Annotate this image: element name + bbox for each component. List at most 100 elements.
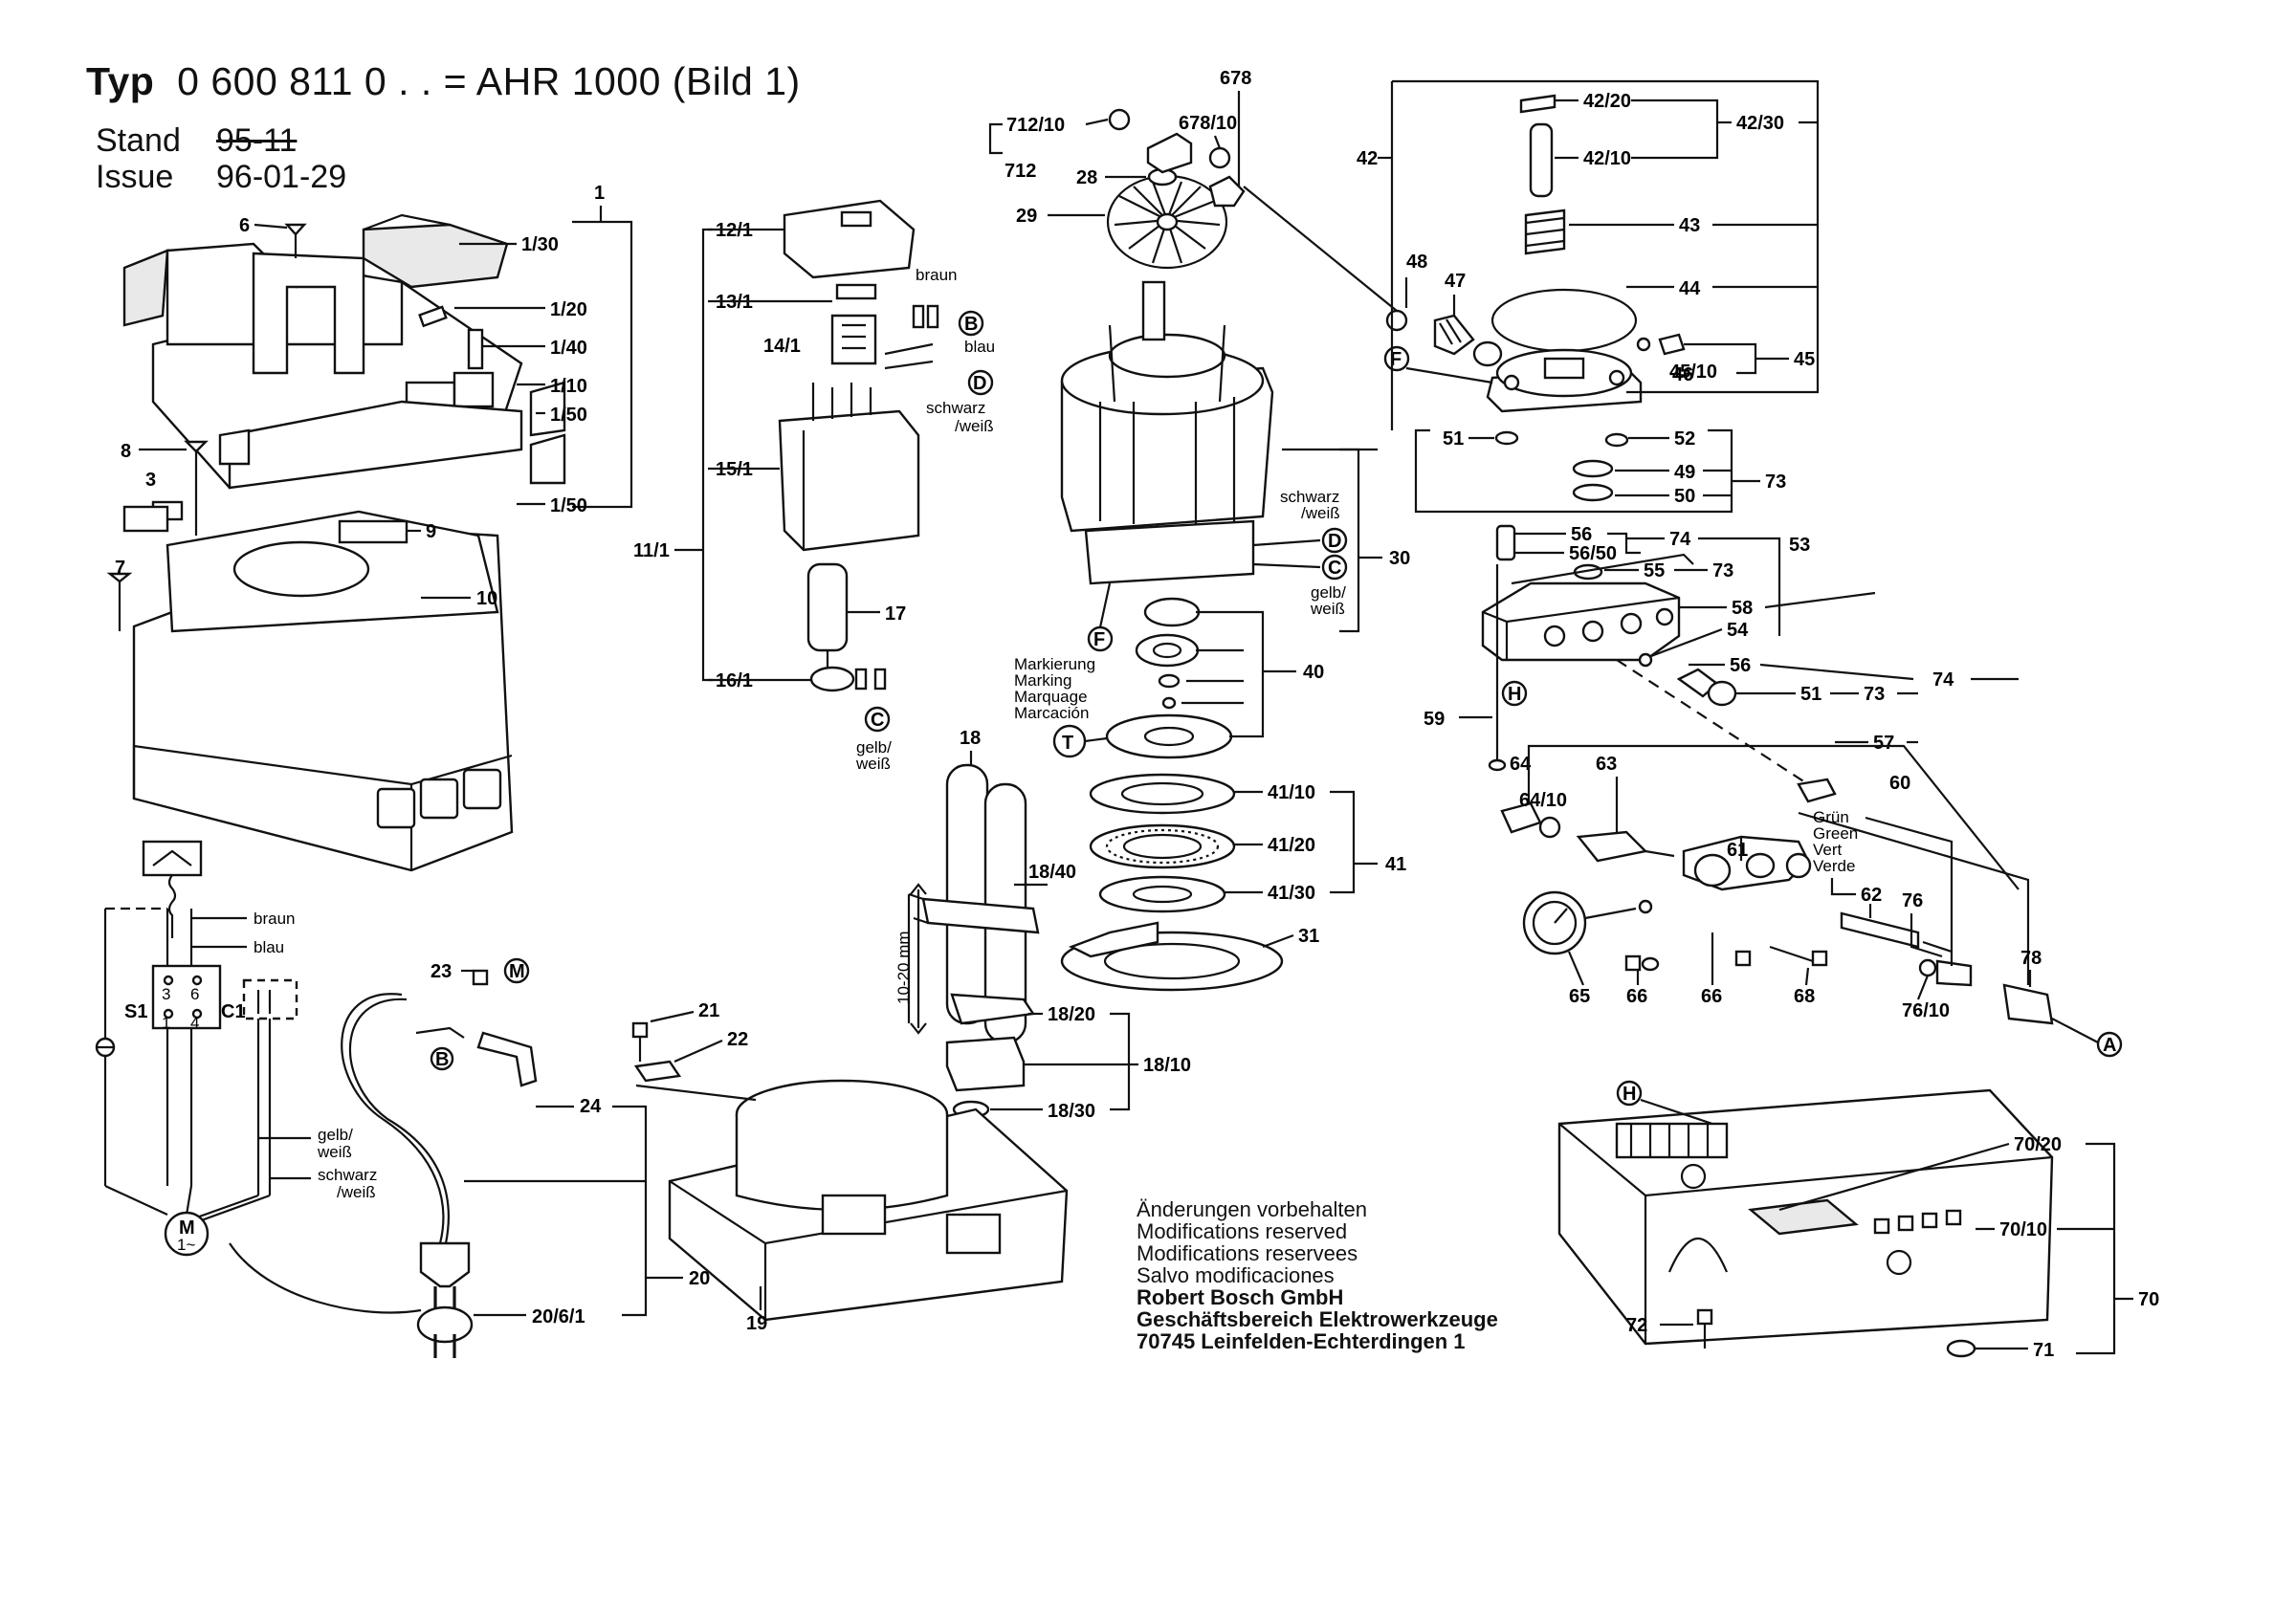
wire-braun-switch: braun — [916, 266, 957, 284]
marking-fr: Marquage — [1014, 688, 1088, 706]
wire-grun: Grün — [1813, 808, 1849, 826]
wire-verde: Verde — [1813, 857, 1855, 875]
switch-electronics-group: 12/1 13/1 14/1 15/1 16/1 11/1 17 braun B… — [633, 199, 995, 773]
label-14-1: 14/1 — [763, 336, 801, 357]
label-62: 62 — [1861, 885, 1882, 906]
label-47: 47 — [1445, 271, 1466, 292]
label-59: 59 — [1424, 709, 1445, 730]
label-57: 57 — [1873, 733, 1894, 754]
label-712: 712 — [1004, 161, 1036, 182]
label-20: 20 — [689, 1268, 710, 1289]
issue-label: Issue — [96, 159, 174, 195]
label-41-20: 41/20 — [1268, 835, 1315, 856]
wire-schwarz-switch: schwarz — [926, 399, 985, 417]
base-tray-group: H 70/20 70/10 70 72 71 — [1557, 1080, 2159, 1361]
label-71: 71 — [2033, 1340, 2054, 1361]
wire-vert: Vert — [1813, 841, 1843, 859]
label-18: 18 — [960, 728, 981, 749]
note-fr: Modifications reservees — [1137, 1241, 1358, 1265]
label-678: 678 — [1220, 68, 1251, 89]
label-20-6-1: 20/6/1 — [532, 1306, 585, 1327]
label-8: 8 — [121, 441, 131, 462]
label-53: 53 — [1789, 535, 1810, 556]
outlet-gauge-group: 64 64/10 63 60 61 Grün Green Vert Verde … — [1500, 744, 2123, 1058]
label-9: 9 — [426, 521, 436, 542]
label-50: 50 — [1674, 486, 1695, 507]
label-28: 28 — [1076, 167, 1097, 188]
wire-weiss-left2: /weiß — [337, 1183, 376, 1201]
label-51b: 51 — [1800, 684, 1821, 705]
bearing-wobble-group: T Markierung Marking Marquage Marcación … — [1014, 597, 1406, 992]
wire-schwarz-left: schwarz — [318, 1166, 377, 1184]
label-42-10: 42/10 — [1583, 148, 1631, 169]
label-11-1: 11/1 — [633, 540, 670, 561]
wire-weiss-switch2: weiß — [855, 755, 891, 773]
label-54: 54 — [1727, 620, 1749, 641]
label-56b: 56 — [1730, 655, 1751, 676]
label-76-10: 76/10 — [1902, 1000, 1950, 1021]
label-1-20: 1/20 — [550, 299, 587, 320]
title-number: 0 600 811 — [177, 59, 354, 103]
label-7: 7 — [115, 558, 125, 579]
label-40: 40 — [1303, 662, 1324, 683]
label-52: 52 — [1674, 428, 1695, 450]
wire-weiss-motor2: weiß — [1310, 600, 1345, 618]
label-65: 65 — [1569, 986, 1590, 1007]
label-66a: 66 — [1626, 986, 1647, 1007]
company-address: 70745 Leinfelden-Echterdingen 1 — [1137, 1329, 1466, 1353]
label-30: 30 — [1389, 548, 1410, 569]
wiring-schematic: 3 6 1 4 S1 C1 M 1~ braun blau gelb/ weiß — [95, 840, 377, 1257]
schematic-term-3: 3 — [162, 985, 170, 1003]
issue-value: 96-01-29 — [216, 159, 347, 195]
label-72: 72 — [1626, 1315, 1647, 1336]
label-19: 19 — [746, 1313, 767, 1334]
label-18-20: 18/20 — [1048, 1004, 1095, 1025]
stand-label: Stand — [96, 122, 181, 159]
wire-gelb-motor: gelb/ — [1311, 583, 1346, 602]
label-18-40: 18/40 — [1028, 862, 1076, 883]
marking-en: Marking — [1014, 671, 1071, 690]
label-61: 61 — [1727, 840, 1748, 861]
label-17: 17 — [885, 603, 906, 625]
circle-d-switch: D — [973, 373, 986, 394]
label-41-10: 41/10 — [1268, 782, 1315, 803]
marking-de: Markierung — [1014, 655, 1095, 673]
schematic-s1: S1 — [124, 1001, 147, 1022]
label-58: 58 — [1732, 598, 1753, 619]
motor-stator-group: 28 29 678 678/10 712/10 712 schwarz /wei… — [988, 68, 1410, 652]
label-42-20: 42/20 — [1583, 91, 1631, 112]
label-1: 1 — [594, 183, 605, 204]
label-46: 46 — [1672, 364, 1693, 385]
label-45-10: 45/10 — [1669, 362, 1717, 383]
schematic-term-4: 4 — [190, 1014, 199, 1032]
label-31: 31 — [1298, 926, 1319, 947]
label-43: 43 — [1679, 215, 1700, 236]
wire-blau-switch: blau — [964, 338, 995, 356]
circle-h-pump: H — [1508, 684, 1521, 705]
label-3: 3 — [145, 470, 156, 491]
company-name: Robert Bosch GmbH — [1137, 1285, 1344, 1309]
motor-housing-group — [106, 440, 514, 872]
label-76: 76 — [1902, 890, 1923, 911]
wire-gelb-left: gelb/ — [318, 1126, 353, 1144]
label-41-30: 41/30 — [1268, 883, 1315, 904]
label-78: 78 — [2020, 948, 2042, 969]
page-title: Typ 0 600 811 0 . . = AHR 1000 (Bild 1) — [86, 59, 801, 104]
circle-c-switch: C — [871, 710, 884, 731]
label-48: 48 — [1406, 252, 1427, 273]
circle-m: M — [509, 961, 525, 982]
label-1-50b: 1/50 — [550, 495, 587, 516]
label-73a: 73 — [1765, 472, 1786, 493]
filter-tank-group: 18 18/40 18/20 18/10 18/30 10-20 mm 19 — [631, 728, 1191, 1334]
circle-t: T — [1062, 733, 1073, 754]
circle-b-cable: B — [435, 1049, 449, 1070]
label-63: 63 — [1596, 754, 1617, 775]
label-42-30: 42/30 — [1736, 113, 1784, 134]
circle-h-tray: H — [1623, 1084, 1636, 1105]
label-29: 29 — [1016, 206, 1037, 227]
label-24: 24 — [580, 1096, 602, 1117]
housing-cover-group — [122, 213, 566, 490]
title-prefix: Typ — [86, 59, 155, 103]
